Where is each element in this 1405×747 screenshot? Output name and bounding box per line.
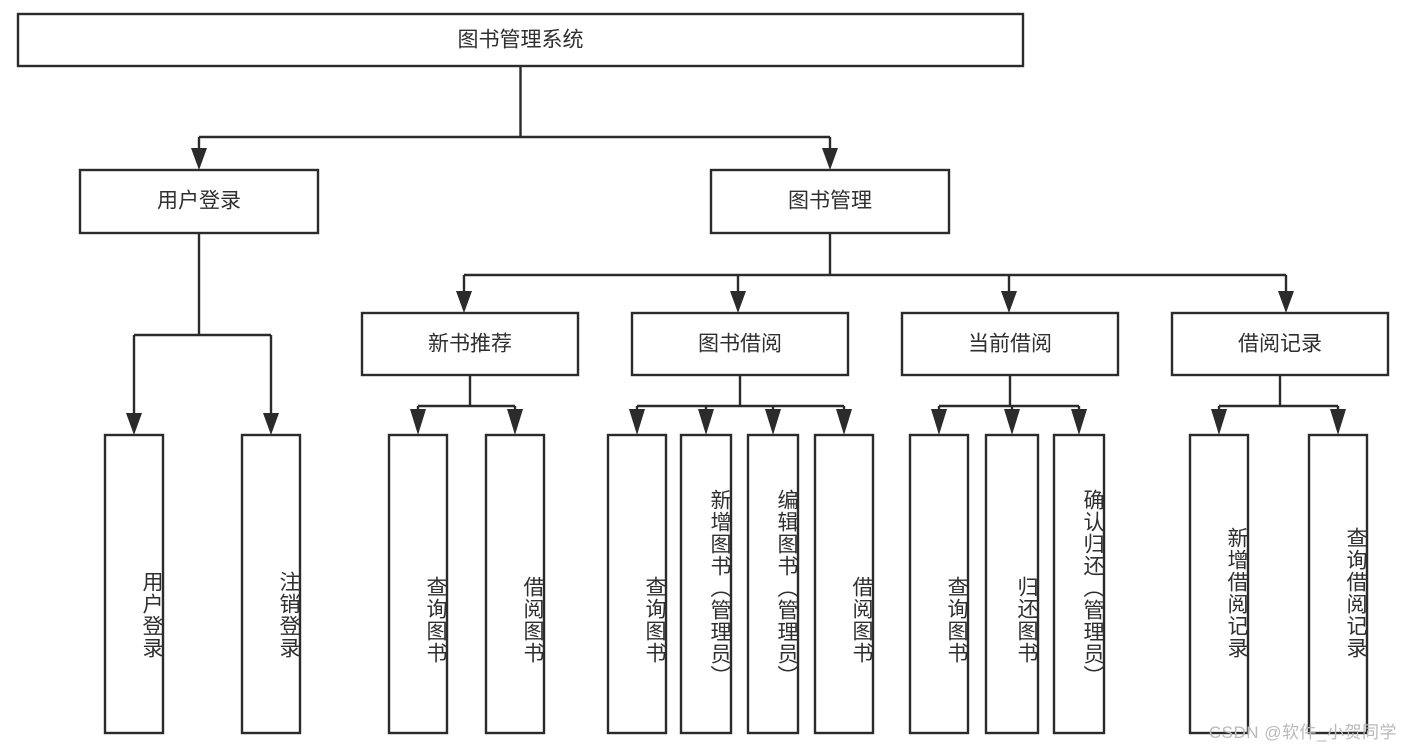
arrow-head-userlogin-2 — [263, 413, 279, 435]
arrow-head-currentborrow-1 — [931, 409, 947, 435]
arrow-head-currentborrow-3 — [1071, 409, 1087, 435]
node-current-borrow-box[interactable] — [900, 311, 1120, 377]
node-book-borrow[interactable]: 图书借阅 — [630, 311, 850, 377]
leaf-box-add-borrow-record[interactable] — [1188, 433, 1250, 735]
leaf-box-edit-book-admin[interactable] — [746, 433, 800, 735]
connector-group-new-book — [410, 375, 523, 435]
node-borrow-record-box[interactable] — [1170, 311, 1390, 377]
connector-group-borrow-record — [1211, 375, 1346, 435]
leaf-box-return-book[interactable] — [984, 433, 1040, 735]
node-book-management-label: 图书管理 — [788, 190, 872, 213]
connector-group-current-borrow — [931, 375, 1087, 435]
node-root-box[interactable] — [16, 12, 1025, 68]
connector-group-book-borrow — [629, 375, 852, 435]
node-new-book-recommend-box[interactable] — [360, 311, 580, 377]
leaf-box-borrow-book[interactable] — [813, 433, 875, 735]
node-book-borrow-box[interactable] — [630, 311, 850, 377]
csdn-watermark: CSDN @软件_小贺同学 — [1208, 723, 1397, 742]
node-new-book-recommend[interactable]: 新书推荐 — [360, 311, 580, 377]
arrow-head-bookborrow-2 — [698, 409, 714, 435]
arrow-head-newbook-1 — [410, 409, 426, 435]
connector-group-user-login — [126, 233, 279, 435]
node-book-management-box[interactable] — [709, 168, 951, 235]
node-user-login-label: 用户登录 — [157, 190, 241, 213]
arrow-head-bookborrow-3 — [765, 409, 781, 435]
leaf-box-query-book-current[interactable] — [908, 433, 970, 735]
arrow-head-newbook-2 — [507, 409, 523, 435]
arrow-head-bookmgmt-1 — [456, 291, 472, 313]
node-current-borrow[interactable]: 当前借阅 — [900, 311, 1120, 377]
arrow-head-bookborrow-4 — [836, 409, 852, 435]
node-user-login[interactable]: 用户登录 — [78, 168, 320, 235]
node-book-management[interactable]: 图书管理 — [709, 168, 951, 235]
arrow-head-userlogin-1 — [126, 413, 142, 435]
leaf-box-query-borrow-record[interactable] — [1307, 433, 1369, 735]
node-book-borrow-label: 图书借阅 — [698, 333, 782, 356]
leaf-box-user-login[interactable] — [103, 433, 165, 735]
arrow-head-bookmgmt-2 — [730, 291, 746, 313]
node-borrow-record-label: 借阅记录 — [1238, 333, 1322, 356]
arrow-head-bookmgmt-4 — [1278, 291, 1294, 313]
node-new-book-recommend-label: 新书推荐 — [428, 333, 512, 356]
node-root[interactable]: 图书管理系统 — [16, 12, 1025, 68]
leaf-box-query-book-borrow[interactable] — [606, 433, 668, 735]
arrow-head-root-2 — [822, 148, 838, 170]
arrow-head-bookborrow-1 — [629, 409, 645, 435]
arrow-head-borrowrecord-2 — [1330, 409, 1346, 435]
node-root-label: 图书管理系统 — [458, 29, 584, 52]
arrow-head-borrowrecord-1 — [1211, 409, 1227, 435]
leaf-box-add-book-admin[interactable] — [679, 433, 733, 735]
leaf-box-borrow-book-newbook[interactable] — [484, 433, 546, 735]
leaf-box-query-book-newbook[interactable] — [387, 433, 449, 735]
arrow-head-bookmgmt-3 — [1001, 291, 1017, 313]
connector-group-root — [191, 66, 838, 170]
node-borrow-record[interactable]: 借阅记录 — [1170, 311, 1390, 377]
node-user-login-box[interactable] — [78, 168, 320, 235]
leaf-box-logout[interactable] — [240, 433, 302, 735]
leaf-box-confirm-return-admin[interactable] — [1052, 433, 1106, 735]
connector-group-book-management — [456, 233, 1294, 313]
arrow-head-currentborrow-2 — [1004, 409, 1020, 435]
node-current-borrow-label: 当前借阅 — [968, 333, 1052, 356]
arrow-head-root-1 — [191, 148, 207, 170]
